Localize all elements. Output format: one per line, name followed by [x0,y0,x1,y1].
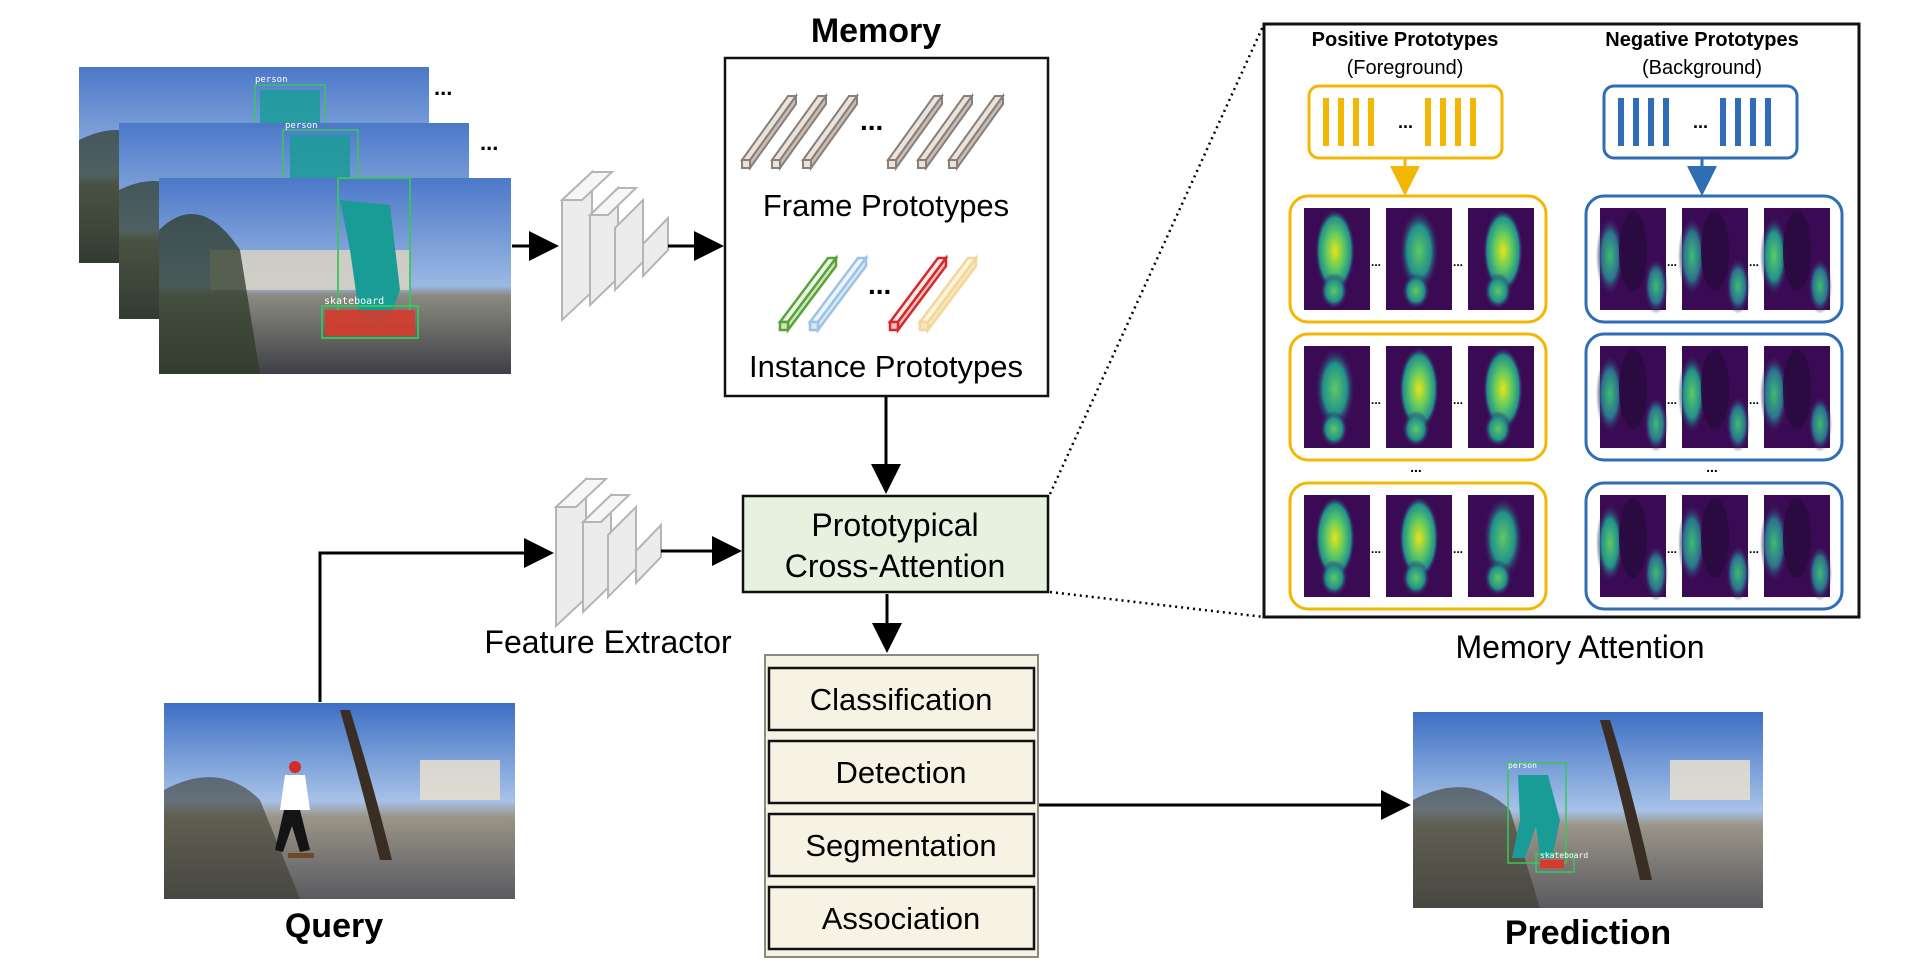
frame-label-person-middle: person [285,121,318,131]
attention-map-ellipsis: ... [1371,255,1381,269]
positive-bars-ellipsis: ... [1398,112,1413,132]
prototype-bar [1368,98,1374,146]
instance-prototypes-icons [777,254,979,334]
task-heads: ClassificationDetectionSegmentationAssoc… [767,666,1036,951]
prototype-bar [1633,98,1639,146]
task-box-association [767,885,1036,951]
flow-arrows [318,231,1411,820]
frames-ellipsis-mid: ... [480,130,498,155]
positive-rows-ellipsis: ... [1410,459,1422,475]
attention-map-ellipsis: ... [1453,542,1463,556]
query-label: Query [285,907,383,945]
prototypical-cross-attention-box [741,494,1050,594]
prototypical-label-line1: Prototypical [811,507,978,543]
memory-box [723,56,1050,398]
attention-map-ellipsis: ... [1749,255,1759,269]
attention-map-ellipsis: ... [1453,255,1463,269]
instance-prototypes-label: Instance Prototypes [749,349,1023,384]
frame-prototypes-ellipsis: ... [860,105,883,136]
arrow-query-to-extractor [318,538,554,702]
prototype-bar [1440,98,1446,146]
frame-prototypes-icons [740,92,1005,172]
prototype-bar [1765,98,1771,146]
negative-prototypes-sub: (Background) [1642,57,1762,79]
attention-map-ellipsis: ... [1453,393,1463,407]
task-label-association: Association [822,901,981,936]
prototypical-label-line2: Cross-Attention [785,548,1006,584]
query-image [164,703,515,899]
prototype-bar [1338,98,1344,146]
prototype-bar [1455,98,1461,146]
task-box-segmentation [767,812,1036,878]
prediction-label-skateboard: skateboard [1540,851,1588,860]
prototype-bar [1470,98,1476,146]
feature-extractor-label: Feature Extractor [484,624,732,660]
instance-prototypes-ellipsis: ... [868,269,891,300]
negative-prototypes-title: Negative Prototypes [1605,29,1798,51]
feature-extractor-top [559,169,669,323]
attention-map-ellipsis: ... [1371,542,1381,556]
attention-map-ellipsis: ... [1749,393,1759,407]
frames-ellipsis-top: ... [434,75,452,100]
prototype-bar [1323,98,1329,146]
attention-map-ellipsis: ... [1667,393,1677,407]
previous-frames-stack: person person skateboard ... ... [79,67,511,374]
task-box-detection [767,739,1036,805]
prediction-label: Prediction [1505,914,1671,952]
attention-map-ellipsis: ... [1371,393,1381,407]
zoom-lines [1048,23,1266,619]
positive-prototypes-title: Positive Prototypes [1312,29,1499,51]
prototype-bar [1663,98,1669,146]
task-label-segmentation: Segmentation [805,828,996,863]
positive-prototype-bars [1323,98,1476,146]
frame-label-person-back: person [255,75,288,85]
positive-prototypes-sub: (Foreground) [1347,57,1464,79]
negative-bars-ellipsis: ... [1693,112,1708,132]
memory-attention-label: Memory Attention [1456,629,1705,665]
prototype-bar [1618,98,1624,146]
task-label-classification: Classification [810,682,993,717]
memory-title: Memory [811,12,941,50]
feature-extractor-bottom [553,476,662,629]
attention-map-ellipsis: ... [1749,542,1759,556]
previous-frame-front: skateboard [159,177,511,374]
task-label-detection: Detection [836,755,967,790]
prediction-label-person: person [1508,761,1537,770]
prediction-image: person skateboard [1413,712,1763,908]
attention-map-ellipsis: ... [1667,255,1677,269]
frame-label-skateboard: skateboard [324,296,384,307]
prototype-bar [1720,98,1726,146]
attention-map-ellipsis: ... [1667,542,1677,556]
negative-rows-ellipsis: ... [1706,459,1718,475]
prototype-bar [1735,98,1741,146]
negative-prototype-bars [1618,98,1771,146]
prototype-bar [1425,98,1431,146]
prototype-bar [1648,98,1654,146]
attention-heatmap-rows: .................................... [1288,194,1844,611]
prototype-bar [1750,98,1756,146]
prototype-bar [1353,98,1359,146]
frame-prototypes-label: Frame Prototypes [763,188,1009,223]
task-box-classification [767,666,1036,732]
